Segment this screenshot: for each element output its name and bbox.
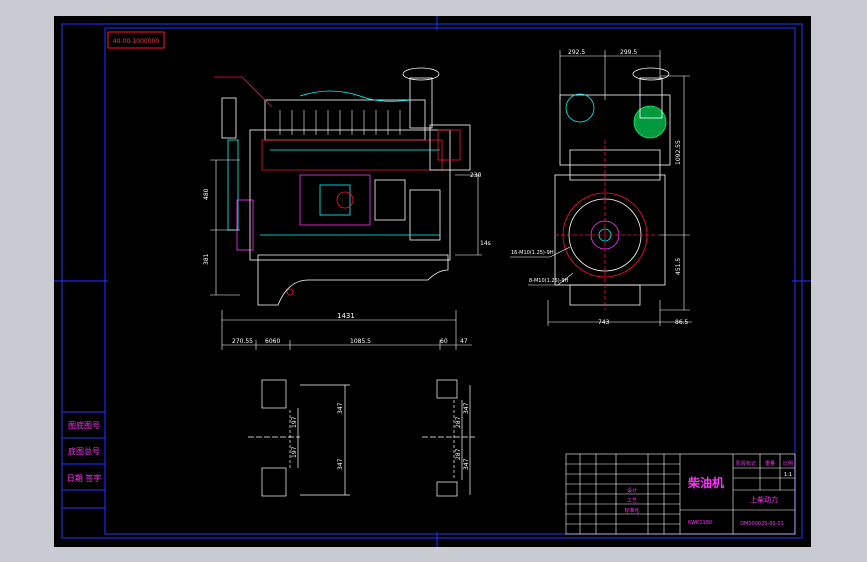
inner-sheet-border <box>104 27 796 535</box>
mount-left-dim-1: 347 <box>337 402 344 414</box>
callout-2: 8-M10(1.25)-9H <box>529 278 569 284</box>
front-dim-top-left: 292.5 <box>568 49 585 56</box>
mount-right-dim-4: 347 <box>463 458 470 470</box>
mount-right-dim-1: 347 <box>463 402 470 414</box>
mount-left-dim-4: 347 <box>337 458 344 470</box>
title-meta-3: 比例 <box>783 460 793 467</box>
side-label-column <box>61 411 106 509</box>
front-view-dimensions <box>547 50 692 326</box>
engine-front-view <box>554 67 671 310</box>
dim-right-lower: 14s <box>480 240 491 247</box>
title-design: 设计 <box>627 487 637 494</box>
title-approve: 标准化 <box>624 507 639 514</box>
callout-1: 16-M10(1.25)-9H <box>511 250 554 256</box>
front-dim-right: 86.5 <box>675 319 689 326</box>
drawing-viewport[interactable] <box>54 16 811 547</box>
front-dim-lower: 451.5 <box>675 258 682 275</box>
dim-bottom-1: 270.55 <box>232 338 253 345</box>
title-meta-1: 阶段标记 <box>736 460 756 467</box>
side-view-leader <box>214 76 273 108</box>
dim-left-lower: 381 <box>203 253 210 265</box>
title-company: 上柴动力 <box>750 495 778 504</box>
mount-left-dim-3: 197 <box>291 446 298 458</box>
callout-leader-2 <box>528 272 574 286</box>
title-block <box>565 453 796 535</box>
mount-right-dim-2: 287 <box>455 416 462 428</box>
front-dim-height: 1092.55 <box>675 140 682 165</box>
side-label-3: 日期 签字 <box>67 473 102 483</box>
front-dim-width: 743 <box>598 319 610 326</box>
engine-side-view <box>221 67 471 306</box>
drawing-number-tag <box>107 31 165 49</box>
mount-right-dim-3: 287 <box>455 448 462 460</box>
dim-bottom-3: 1085.5 <box>350 338 371 345</box>
dim-right-upper: 230 <box>470 172 482 179</box>
title-drawing-code: DM00002S-00-01 <box>740 521 784 527</box>
title-meta-2: 重量 <box>765 460 775 467</box>
title-scale: 1:1 <box>784 472 792 478</box>
front-dim-top-right: 299.5 <box>620 49 637 56</box>
drawing-number-tag-text: 40-00-1000000 <box>113 38 160 45</box>
side-view-dimensions <box>210 159 482 350</box>
side-label-1: 图底图号 <box>68 420 100 430</box>
side-label-2: 底图总号 <box>68 446 100 456</box>
callout-leader-1 <box>510 246 571 258</box>
dim-overall-length: 1431 <box>337 312 355 320</box>
dim-bottom-4: 60 <box>440 338 448 345</box>
title-check: 工艺 <box>627 498 637 504</box>
title-model: 6WK1180 <box>688 520 712 526</box>
dim-left-upper: 480 <box>203 188 210 200</box>
dim-bottom-2: 6060 <box>265 338 280 345</box>
mount-brackets <box>248 379 475 497</box>
mount-left-dim-2: 197 <box>291 416 298 428</box>
dim-bottom-5: 47 <box>460 338 468 345</box>
title-product-name: 柴油机 <box>687 475 724 490</box>
